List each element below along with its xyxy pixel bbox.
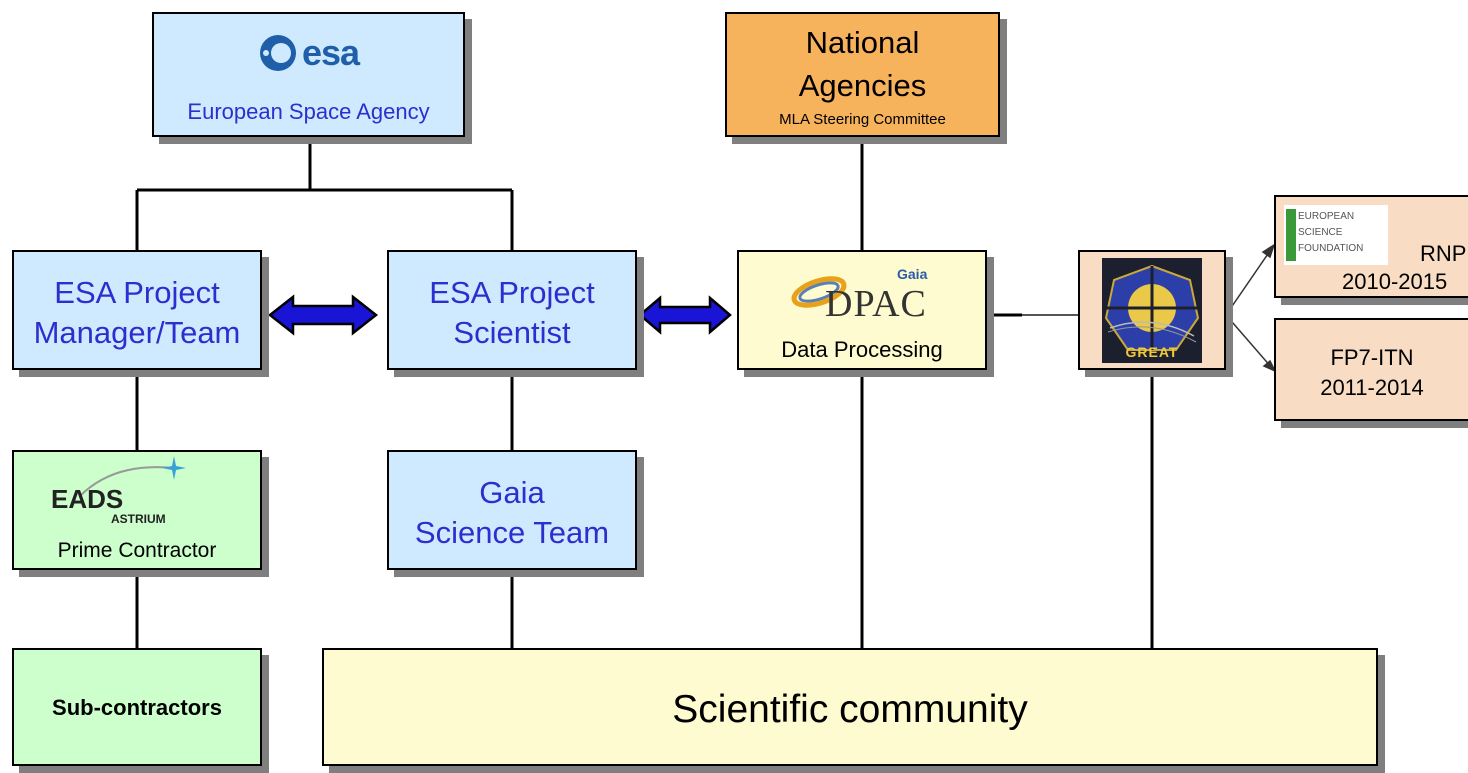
great-logo-text: GREAT	[1125, 344, 1179, 360]
gst-line2: Science Team	[414, 515, 610, 550]
esa-logo: esa	[154, 32, 463, 74]
arrowhead-fp7	[1262, 359, 1277, 373]
esa-project-scientist-box: ESA Project Scientist	[387, 250, 637, 370]
gst-line1: Gaia	[479, 475, 545, 510]
national-line1: National	[805, 25, 920, 60]
eads-logo-sub: ASTRIUM	[111, 512, 166, 526]
eads-logo-text: EADS	[51, 484, 124, 514]
sub-contractors-box: Sub-contractors	[12, 648, 262, 766]
esf-rnp-box: EUROPEAN SCIENCE FOUNDATION RNP 2010-201…	[1274, 195, 1468, 298]
esf-logo-line3: FOUNDATION	[1298, 243, 1364, 254]
fp7-itn-box: FP7-ITN 2011-2014	[1274, 318, 1468, 421]
connector-great-fp7	[1225, 314, 1273, 369]
eads-label: Prime Contractor	[57, 539, 217, 562]
esa-logo-text: esa	[301, 32, 360, 73]
pm-line1: ESA Project	[54, 275, 220, 310]
esa-project-manager-box: ESA Project Manager/Team	[12, 250, 262, 370]
sub-contractors-label: Sub-contractors	[52, 695, 222, 720]
double-arrow-ps-dpac	[638, 295, 732, 335]
connector-great-esf	[1225, 247, 1273, 316]
dpac-label: Data Processing	[781, 337, 943, 362]
eads-swoosh-icon	[79, 456, 186, 497]
dpac-logo-text: DPAC	[825, 283, 927, 325]
gaia-science-team-box: Gaia Science Team	[387, 450, 637, 570]
esa-label: European Space Agency	[187, 99, 430, 124]
ps-line1: ESA Project	[429, 275, 595, 310]
double-arrow-pm-ps	[267, 294, 379, 336]
esf-logo-line2: SCIENCE	[1298, 227, 1343, 238]
national-agencies-box: National Agencies MLA Steering Committee	[725, 12, 1000, 137]
arrowhead-esf	[1261, 243, 1276, 259]
esa-logo-icon	[259, 35, 296, 71]
national-subtitle: MLA Steering Committee	[779, 111, 946, 128]
great-box: GREAT	[1078, 250, 1226, 370]
great-logo-icon	[1102, 258, 1202, 363]
scientific-community-box: Scientific community	[322, 648, 1378, 766]
esf-line2: 2010-2015	[1342, 269, 1448, 294]
ps-line2: Scientist	[453, 315, 571, 350]
dpac-logo-sup: Gaia	[897, 266, 928, 282]
esf-line1: RNP	[1420, 241, 1467, 266]
dpac-box: Gaia DPAC Data Processing	[737, 250, 987, 370]
dpac-swoosh-icon	[791, 276, 847, 308]
national-line2: Agencies	[798, 68, 927, 103]
pm-line2: Manager/Team	[33, 315, 241, 350]
esf-logo-line1: EUROPEAN	[1298, 211, 1355, 222]
esa-box: esa European Space Agency	[152, 12, 465, 137]
fp7-line1: FP7-ITN	[1330, 345, 1414, 370]
eads-prime-contractor-box: EADS ASTRIUM Prime Contractor	[12, 450, 262, 570]
esf-logo-bar	[1286, 209, 1296, 261]
scientific-community-label: Scientific community	[672, 688, 1028, 731]
esf-logo: EUROPEAN SCIENCE FOUNDATION	[1284, 205, 1388, 265]
fp7-line2: 2011-2014	[1320, 375, 1424, 400]
